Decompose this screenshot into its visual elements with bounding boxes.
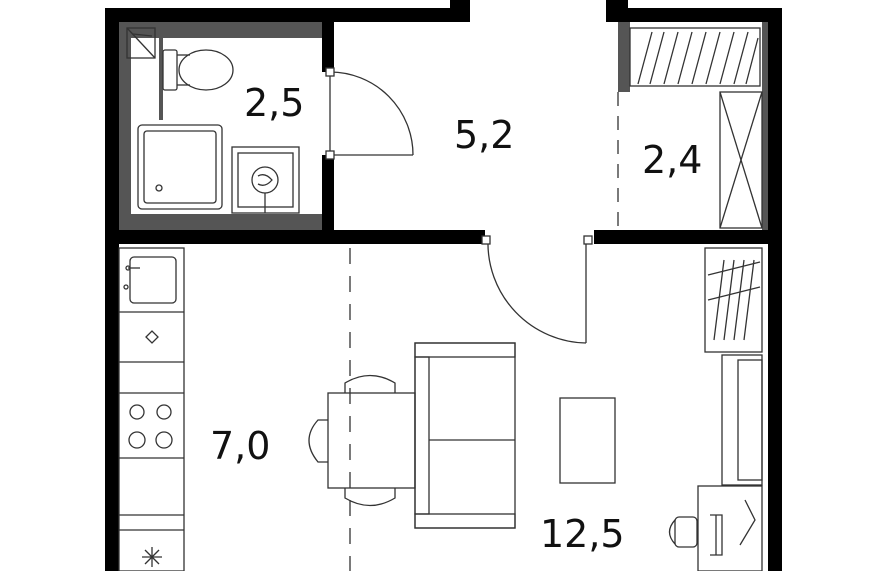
coffee-table-icon (559, 397, 616, 484)
washing-machine-icon (231, 146, 300, 214)
bath-lining-left (119, 22, 131, 230)
wall-left (105, 8, 119, 571)
bath-lining-inner (159, 38, 163, 120)
sofa-icon (414, 342, 516, 529)
wall-mid-right (594, 230, 782, 244)
mirror-cabinet-icon (126, 27, 156, 59)
wardrobe-cabinet-icon (719, 91, 763, 229)
wall-mid-left (105, 230, 485, 244)
inner-lining (119, 22, 768, 230)
fridge-icon (142, 547, 162, 567)
wall-right (768, 8, 782, 571)
dishwasher-icon (145, 330, 159, 344)
bath-lining-bottom (119, 214, 322, 230)
bath-lining-top (119, 22, 322, 38)
wall-bath-right-lower (322, 155, 334, 230)
wardrobe-area-label: 2,4 (642, 138, 703, 182)
kitchen-area-label: 7,0 (210, 424, 271, 468)
wall-top-right (606, 8, 782, 22)
shower-tray-icon (137, 124, 223, 210)
hob-icon (128, 404, 173, 449)
wardrobe-lining-right (762, 22, 768, 230)
walls (105, 0, 782, 571)
sink-icon (123, 256, 177, 304)
hallway-area-label: 5,2 (454, 113, 515, 157)
bathroom-area-label: 2,5 (244, 81, 305, 125)
wardrobe-shelves-icon (629, 27, 761, 87)
living-room-area-label: 12,5 (540, 512, 625, 556)
desk-chair-icon (668, 516, 698, 548)
toilet-icon (162, 49, 234, 91)
wardrobe-lining (618, 22, 630, 92)
shelving-unit-icon (704, 247, 763, 353)
wall-top-left (105, 8, 450, 22)
bathroom-door-icon (325, 67, 414, 160)
desk-icon (697, 485, 763, 571)
tv-stand-icon (721, 354, 763, 486)
wall-top-left-stub (450, 0, 470, 22)
wall-bath-right (322, 22, 334, 72)
kitchen-counter (118, 247, 185, 571)
dining-table-icon (308, 374, 416, 507)
room-door-icon (481, 235, 593, 344)
